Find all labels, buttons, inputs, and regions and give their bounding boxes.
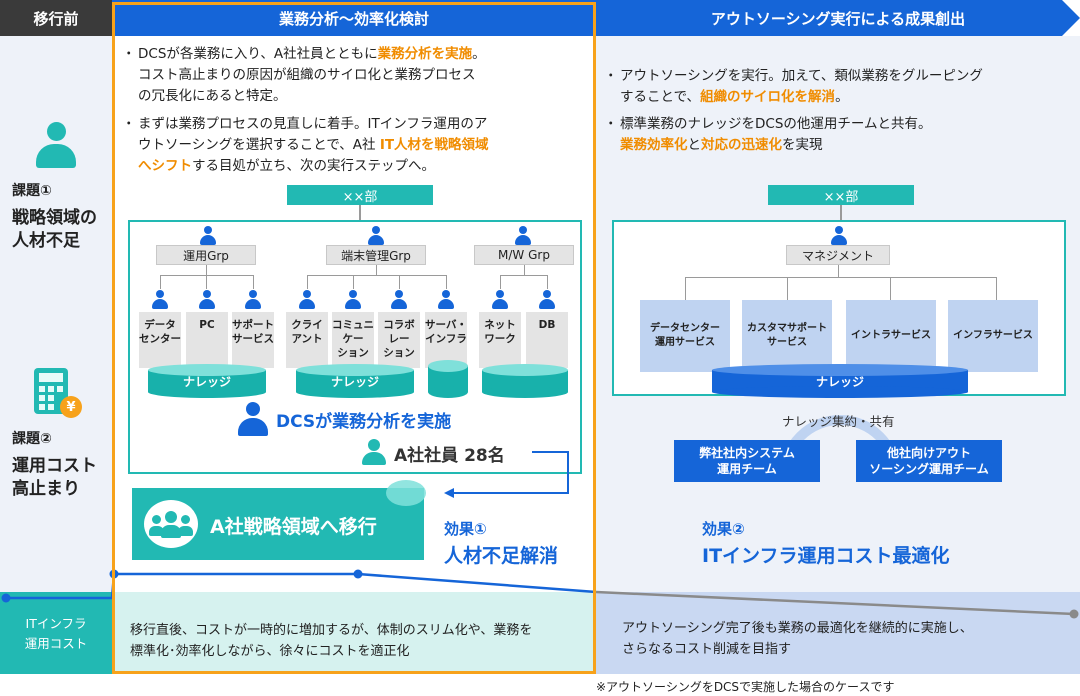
dcs-analysis-text: DCSが業務分析を実施 [276, 412, 452, 432]
effect1-title: 人材不足解消 [444, 545, 559, 567]
knowledge-disk-right: ナレッジ [712, 364, 968, 398]
member-icon [199, 290, 215, 310]
member-icon [245, 290, 261, 310]
dcs-person-icon [238, 402, 268, 436]
service-datacenter: データセンター運用サービス [640, 300, 730, 372]
member-icon [345, 290, 361, 310]
cost-label-box: ITインフラ 運用コスト [0, 592, 112, 674]
move-arrow [444, 451, 569, 498]
brain-icon [386, 480, 426, 506]
share-text: ナレッジ集約・共有 [782, 414, 895, 429]
member-icon [299, 290, 315, 310]
yen-coin-icon: ¥ [60, 396, 82, 418]
header-right: アウトソーシング実行による成果創出 [596, 0, 1080, 36]
knowledge-disk-mw [482, 364, 568, 398]
right-bullet-1: ・アウトソーシングを実行。加えて、類似業務をグルーピング することで、組織のサイ… [604, 68, 983, 105]
trend-point [353, 569, 363, 579]
member-icon [492, 290, 508, 310]
trend-point [1, 593, 11, 603]
unit-pc: PC [186, 312, 228, 368]
effect1-number: 効果① [444, 520, 487, 538]
effect2-number: 効果② [702, 520, 745, 538]
cost-trend-line [1, 569, 1079, 619]
member-icon [438, 290, 454, 310]
trend-point [1069, 609, 1079, 619]
cost-label-line1: ITインフラ [25, 616, 87, 631]
unit-support: サポートサービス [232, 312, 274, 368]
knowledge-disk-ops: ナレッジ [148, 364, 266, 398]
unit-datacenter: データセンター [139, 312, 181, 368]
unit-db: DB [526, 312, 568, 368]
internal-ops-team: 弊社社内システム運用チーム [674, 440, 820, 482]
staff-count-text: A社社員 28名 [394, 446, 505, 466]
middle-bullet-2: ・まずは業務プロセスの見直しに着手。ITインフラ運用のア ウトソーシングを選択す… [122, 116, 489, 174]
service-infra: インフラサービス [948, 300, 1038, 372]
issue1-title-line1: 戦略領域の [12, 208, 97, 228]
member-icon [539, 290, 555, 310]
knowledge-disk-server [428, 360, 468, 398]
issue1-number: 課題① [12, 183, 52, 199]
service-intranet: イントラサービス [846, 300, 936, 372]
team-icon [144, 500, 198, 548]
right-footer-bg [596, 592, 1080, 674]
middle-bullet-1: ・DCSが各業務に入り、A社社員とともに業務分析を実施。 コスト高止まりの原因が… [122, 46, 486, 104]
person-icon [36, 122, 76, 170]
issue2-title-line1: 運用コスト [12, 456, 97, 476]
unit-server-infra: サーバ・インフラ [425, 312, 467, 368]
member-icon [391, 290, 407, 310]
member-icon [152, 290, 168, 310]
middle-footer-bg [112, 592, 596, 674]
issue2-title-line2: 高止まり [12, 479, 80, 499]
unit-communication: コミュニケーション [332, 312, 374, 368]
issue1-title-line2: 人材不足 [12, 231, 80, 251]
header-middle: 業務分析～効率化検討 [112, 0, 596, 36]
manager-icon [831, 226, 847, 246]
group-label-device: 端末管理Grp [326, 245, 426, 265]
right-dept-label: ××部 [768, 185, 914, 205]
issue2-number: 課題② [12, 431, 52, 447]
group-leader-icon [200, 226, 216, 246]
footnote: ※アウトソーシングをDCSで実施した場合のケースです [596, 680, 895, 694]
middle-footer-text: 移行直後、コストが一時的に増加するが、体制のスリム化や、業務を 標準化･効率化し… [130, 623, 533, 659]
external-ops-team: 他社向けアウトソーシング運用チーム [856, 440, 1002, 482]
effect2-title: ITインフラ運用コスト最適化 [702, 545, 950, 567]
service-customer-support: カスタマサポートサービス [742, 300, 832, 372]
unit-network: ネットワーク [479, 312, 521, 368]
staff-person-icon [362, 439, 386, 465]
strategic-move-text: A社戦略領域へ移行 [210, 516, 377, 538]
middle-dept-label: ××部 [287, 185, 433, 205]
header-before: 移行前 [0, 0, 112, 36]
management-label: マネジメント [786, 245, 890, 265]
right-bullet-2: ・標準業務のナレッジをDCSの他運用チームと共有。 業務効率化と対応の迅速化を実… [604, 116, 932, 153]
group-label-ops: 運用Grp [156, 245, 256, 265]
cost-label-line2: 運用コスト [24, 636, 88, 651]
group-leader-icon [368, 226, 384, 246]
knowledge-disk-device: ナレッジ [296, 364, 414, 398]
group-leader-icon [515, 226, 531, 246]
group-label-mw: M/W Grp [474, 245, 574, 265]
left-column-bg [0, 36, 112, 592]
right-footer-text: アウトソーシング完了後も業務の最適化を継続的に実施し、 さらなるコスト削減を目指… [622, 621, 973, 657]
trend-point [109, 569, 119, 579]
unit-client: クライアント [286, 312, 328, 368]
unit-collaboration: コラボレーション [378, 312, 420, 368]
